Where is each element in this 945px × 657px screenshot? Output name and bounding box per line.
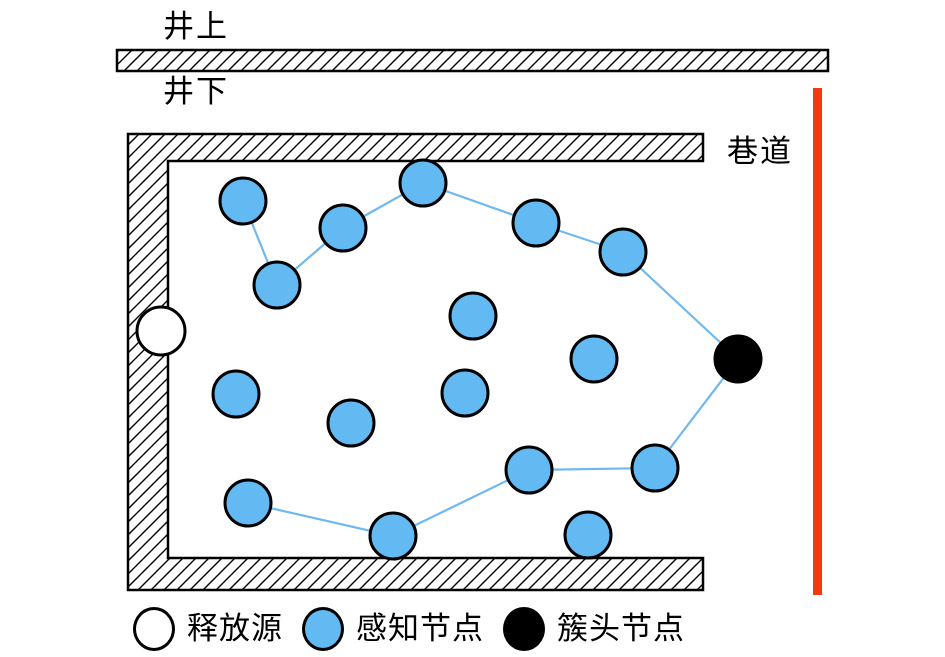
legend-item-release-source: 释放源 (133, 607, 283, 651)
sensor-node (223, 478, 273, 528)
sensor-node (252, 260, 302, 310)
sensor-node (326, 398, 376, 448)
legend: 释放源 感知节点 簇头节点 (133, 607, 704, 651)
release-source-legend-label: 释放源 (187, 611, 283, 646)
sensor-node (218, 176, 268, 226)
release-source-node (135, 305, 187, 357)
sensor-node (368, 511, 418, 561)
cluster-head-node (713, 334, 763, 384)
sensor-node (504, 445, 554, 495)
sensor-node (398, 158, 448, 208)
sensor-node (511, 198, 561, 248)
sensor-link-line (392, 469, 530, 537)
cluster-head-legend-label: 簇头节点 (557, 611, 685, 646)
sensor-node (630, 443, 680, 493)
release-source-swatch-icon (133, 607, 175, 651)
cluster-head-swatch-icon (503, 607, 545, 651)
tunnel-label: 巷道 (727, 134, 793, 169)
sensor-node (440, 368, 490, 418)
sensor-node-swatch-icon (302, 607, 344, 651)
sensor-node (211, 369, 261, 419)
sensor-node-legend-label: 感知节点 (356, 611, 484, 646)
sensor-node (569, 334, 619, 384)
sensor-link-line (622, 251, 739, 360)
surface-label: 井上 (163, 9, 229, 44)
legend-item-cluster-head: 簇头节点 (503, 607, 685, 651)
sensor-node (563, 510, 613, 560)
sensor-node (448, 291, 498, 341)
legend-item-sensor-node: 感知节点 (302, 607, 484, 651)
tunnel-wall (126, 132, 705, 592)
underground-label: 井下 (163, 74, 229, 109)
sensor-node (318, 203, 368, 253)
surface-ground-bar (115, 48, 830, 73)
roadway-red-line (813, 88, 822, 595)
sensor-link-line (247, 501, 394, 538)
sensor-node (598, 227, 648, 277)
